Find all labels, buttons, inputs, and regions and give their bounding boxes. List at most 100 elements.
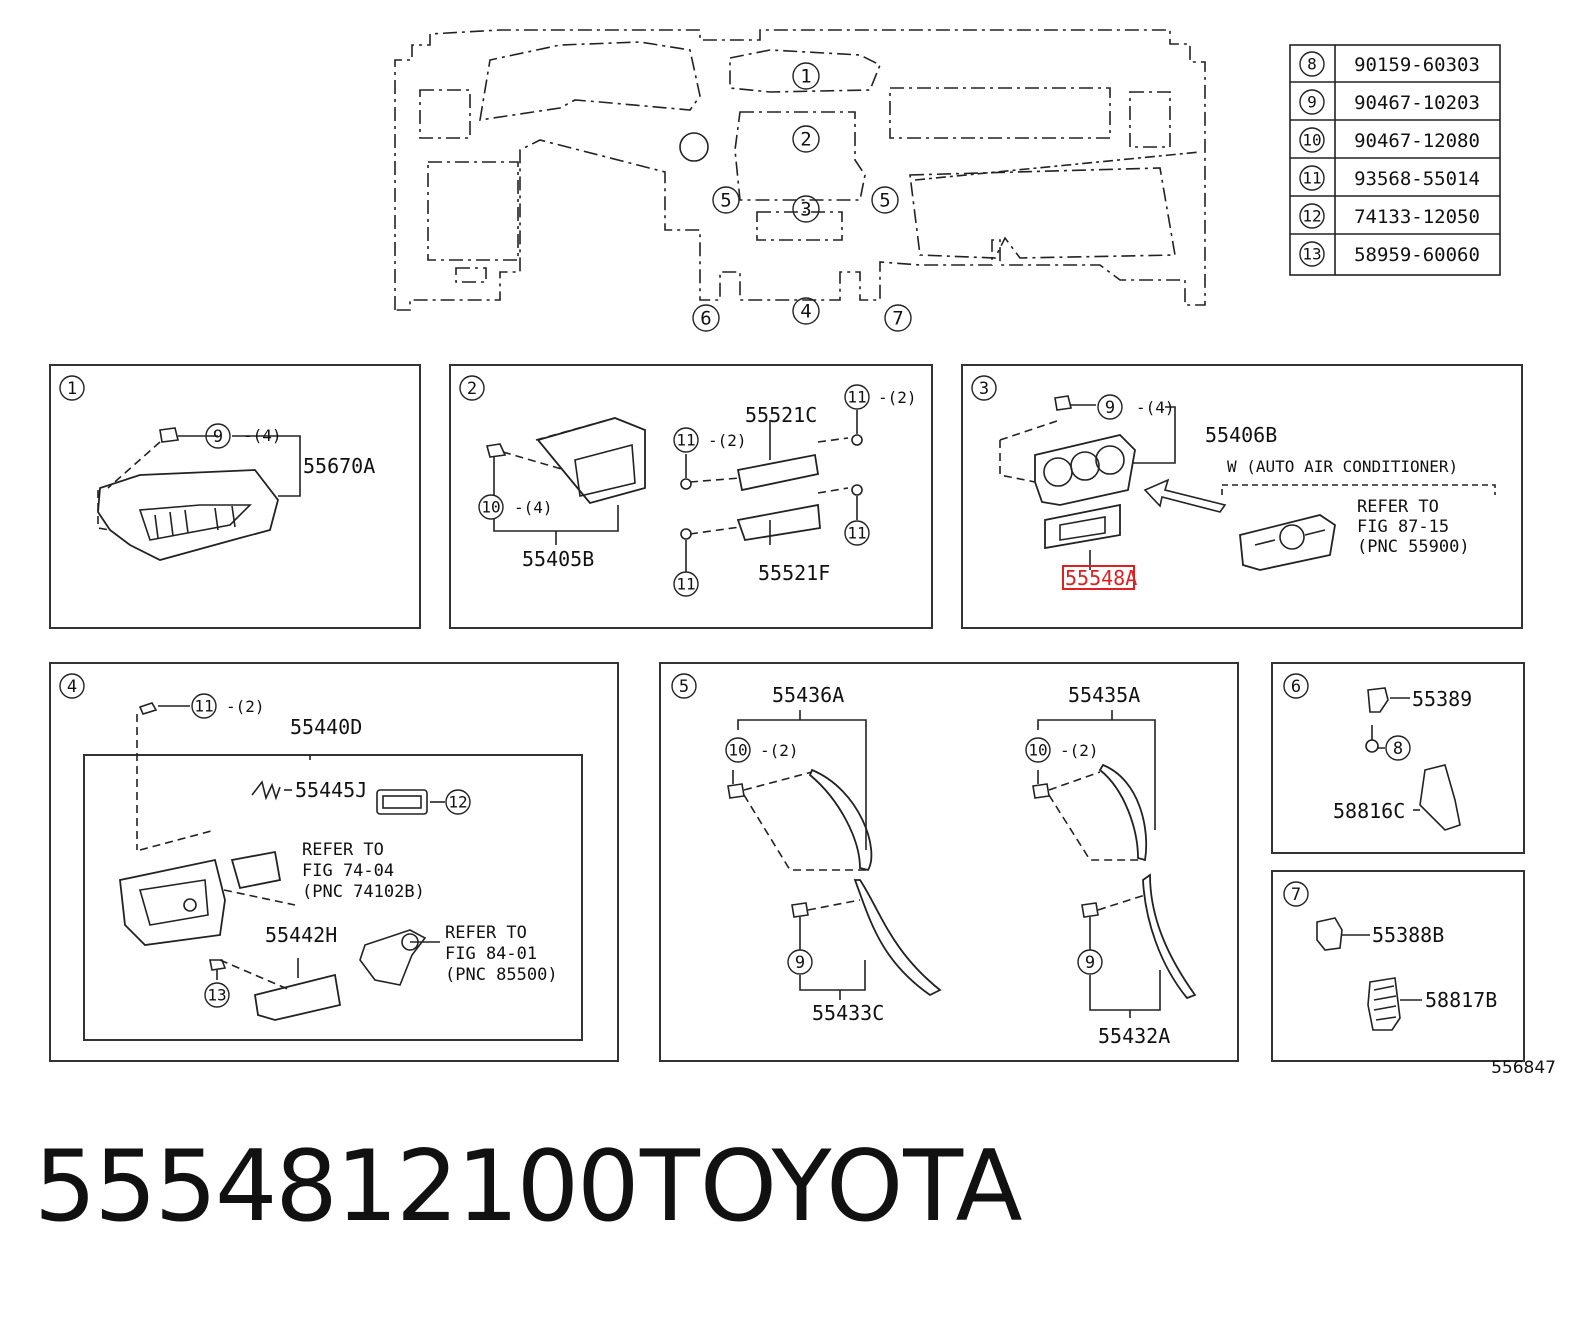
panel3-variant-label: W (AUTO AIR CONDITIONER) bbox=[1227, 457, 1458, 476]
panel2-art bbox=[485, 410, 863, 572]
panel5-callout-9b: 9 bbox=[1085, 953, 1095, 973]
panel5-callout-9a: 9 bbox=[795, 953, 805, 973]
panel2-callout-11c: 11 bbox=[847, 524, 866, 543]
panel4-callout-11: 11 bbox=[194, 697, 213, 716]
panel1-art bbox=[97, 427, 301, 561]
table-ref-circle bbox=[1299, 241, 1325, 267]
panel4-referA-line1: REFER TO bbox=[302, 840, 384, 860]
panel5-callout-9a-circle bbox=[787, 949, 813, 975]
panel2-part-55521C: 55521C bbox=[745, 403, 817, 427]
panel4-part-55442H: 55442H bbox=[265, 923, 337, 947]
panel2-number-circle bbox=[459, 375, 485, 401]
panel3-number-circle bbox=[971, 375, 997, 401]
panel2-callout-11c-circle bbox=[844, 520, 870, 546]
panel3-art bbox=[999, 395, 1496, 571]
table-part-number: 74133-12050 bbox=[1354, 206, 1480, 228]
panel1-qty: -(4) bbox=[243, 426, 282, 445]
overview-callout: 1 bbox=[800, 66, 811, 88]
overview-callout-circle bbox=[792, 297, 820, 325]
panel1-callout-9: 9 bbox=[213, 427, 223, 447]
highlight-box bbox=[1062, 565, 1135, 590]
panel2-callout-11d-circle bbox=[673, 571, 699, 597]
panel6-art bbox=[1365, 687, 1461, 831]
panel5-number: 5 bbox=[679, 677, 689, 697]
table-ref: 8 bbox=[1307, 55, 1317, 74]
panel2-callout-10-circle bbox=[478, 494, 504, 520]
panel2-number: 2 bbox=[467, 379, 477, 399]
panel5-part-55436A: 55436A bbox=[772, 683, 844, 707]
panel5-callout-10b: 10 bbox=[1028, 741, 1047, 760]
panel5-qty-a: -(2) bbox=[760, 741, 799, 760]
panel4-number-circle bbox=[59, 673, 85, 699]
panel2-qty-11b: -(2) bbox=[878, 388, 917, 407]
table-part-number: 90467-12080 bbox=[1354, 130, 1480, 152]
panel7-part-55388B: 55388B bbox=[1372, 923, 1444, 947]
panel1-callout-9-circle bbox=[205, 423, 231, 449]
panel6-part-55389: 55389 bbox=[1412, 687, 1472, 711]
table-ref-circle bbox=[1299, 89, 1325, 115]
panel5-art bbox=[727, 710, 1197, 1018]
panel6-part-58816C: 58816C bbox=[1333, 799, 1405, 823]
panel3-part-55406B: 55406B bbox=[1205, 423, 1277, 447]
table-ref: 12 bbox=[1302, 207, 1321, 226]
panel4-part-55440D: 55440D bbox=[290, 715, 362, 739]
panel5-callout-10a-circle bbox=[725, 737, 751, 763]
overview-callout: 7 bbox=[892, 308, 903, 330]
panel5-qty-b: -(2) bbox=[1060, 741, 1099, 760]
panel6-number: 6 bbox=[1291, 677, 1301, 697]
panel1-number-circle bbox=[59, 375, 85, 401]
table-part-number: 90467-10203 bbox=[1354, 92, 1480, 114]
panel5-number-circle bbox=[671, 673, 697, 699]
overview-callout: 2 bbox=[800, 129, 811, 151]
overview-callout-circle bbox=[692, 304, 720, 332]
table-part-number: 90159-60303 bbox=[1354, 54, 1480, 76]
panel5-part-55432A: 55432A bbox=[1098, 1024, 1170, 1048]
panel2-callout-11d: 11 bbox=[676, 575, 695, 594]
table-ref: 11 bbox=[1302, 169, 1321, 188]
overview-callout-circle bbox=[712, 186, 740, 214]
panel2-callout-11a-circle bbox=[673, 427, 699, 453]
table-ref: 13 bbox=[1302, 245, 1321, 264]
panel1-part: 55670A bbox=[303, 454, 375, 478]
panel4-callout-12: 12 bbox=[448, 793, 467, 812]
overview-callout: 3 bbox=[800, 199, 811, 221]
panel4-referB-line2: FIG 84-01 bbox=[445, 944, 537, 964]
panel4-referA-line3: (PNC 74102B) bbox=[302, 882, 425, 902]
table-part-number: 58959-60060 bbox=[1354, 244, 1480, 266]
title-part-number: 5554812100 bbox=[34, 1130, 640, 1244]
panel4-referA-line2: FIG 74-04 bbox=[302, 861, 394, 881]
illustration-id: 556847 bbox=[1491, 1058, 1556, 1078]
overview-callout: 6 bbox=[700, 308, 711, 330]
panel6-callout-8: 8 bbox=[1393, 739, 1403, 759]
overview-callout-circle bbox=[792, 195, 820, 223]
panel2-part-55521F: 55521F bbox=[758, 561, 830, 585]
panel2-callout-11b: 11 bbox=[847, 388, 866, 407]
panel3-callout-9: 9 bbox=[1105, 398, 1115, 418]
table-part-number: 93568-55014 bbox=[1354, 168, 1480, 190]
panel6-number-circle bbox=[1283, 673, 1309, 699]
part-number-table bbox=[1289, 44, 1501, 276]
panel2-callout-11b-circle bbox=[844, 384, 870, 410]
panel-frames bbox=[49, 364, 1525, 1062]
panel7-number: 7 bbox=[1291, 885, 1301, 905]
panel3-refer-line3: (PNC 55900) bbox=[1357, 537, 1470, 557]
overview-hole bbox=[679, 132, 709, 162]
panel3-callout-9-circle bbox=[1097, 394, 1123, 420]
panel7-part-58817B: 58817B bbox=[1425, 988, 1497, 1012]
overview-callout-circle bbox=[884, 304, 912, 332]
panel7-art bbox=[1316, 917, 1422, 1031]
part-labels: 90159-60303 90467-10203 90467-12080 93568-5… bbox=[226, 54, 1497, 1048]
panel3-refer-line1: REFER TO bbox=[1357, 497, 1439, 517]
panel2-qty: -(4) bbox=[514, 498, 553, 517]
panel4-part-55445J: 55445J bbox=[295, 778, 367, 802]
overview-callout: 5 bbox=[879, 190, 890, 212]
panel5-callout-9b-circle bbox=[1077, 949, 1103, 975]
table-ref-circle bbox=[1299, 165, 1325, 191]
panel1-number: 1 bbox=[67, 379, 77, 399]
panel4-referB-line1: REFER TO bbox=[445, 923, 527, 943]
overview-callout-circle bbox=[871, 186, 899, 214]
overview-callout: 5 bbox=[720, 190, 731, 212]
panel3-refer-line2: FIG 87-15 bbox=[1357, 517, 1449, 537]
